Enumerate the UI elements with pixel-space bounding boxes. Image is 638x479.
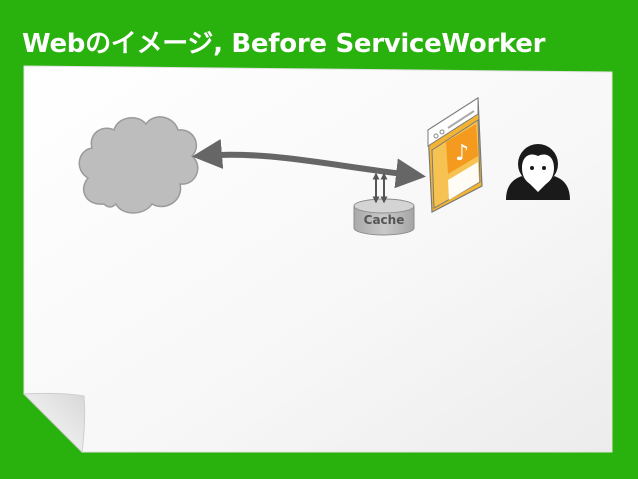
cloud-icon — [78, 116, 199, 214]
paper-curl — [22, 392, 86, 454]
network-arrow — [192, 139, 426, 189]
cache-label: Cache — [364, 213, 405, 227]
music-panel — [446, 124, 478, 174]
browser-window-icon: ♪ — [427, 96, 483, 213]
paper-sheet — [22, 65, 613, 454]
user-icon — [506, 144, 570, 200]
cache-icon: Cache — [353, 198, 415, 236]
slide-title: Webのイメージ, Before ServiceWorker — [22, 29, 546, 59]
music-note-icon: ♪ — [455, 141, 469, 166]
cache-arrows — [372, 172, 388, 204]
